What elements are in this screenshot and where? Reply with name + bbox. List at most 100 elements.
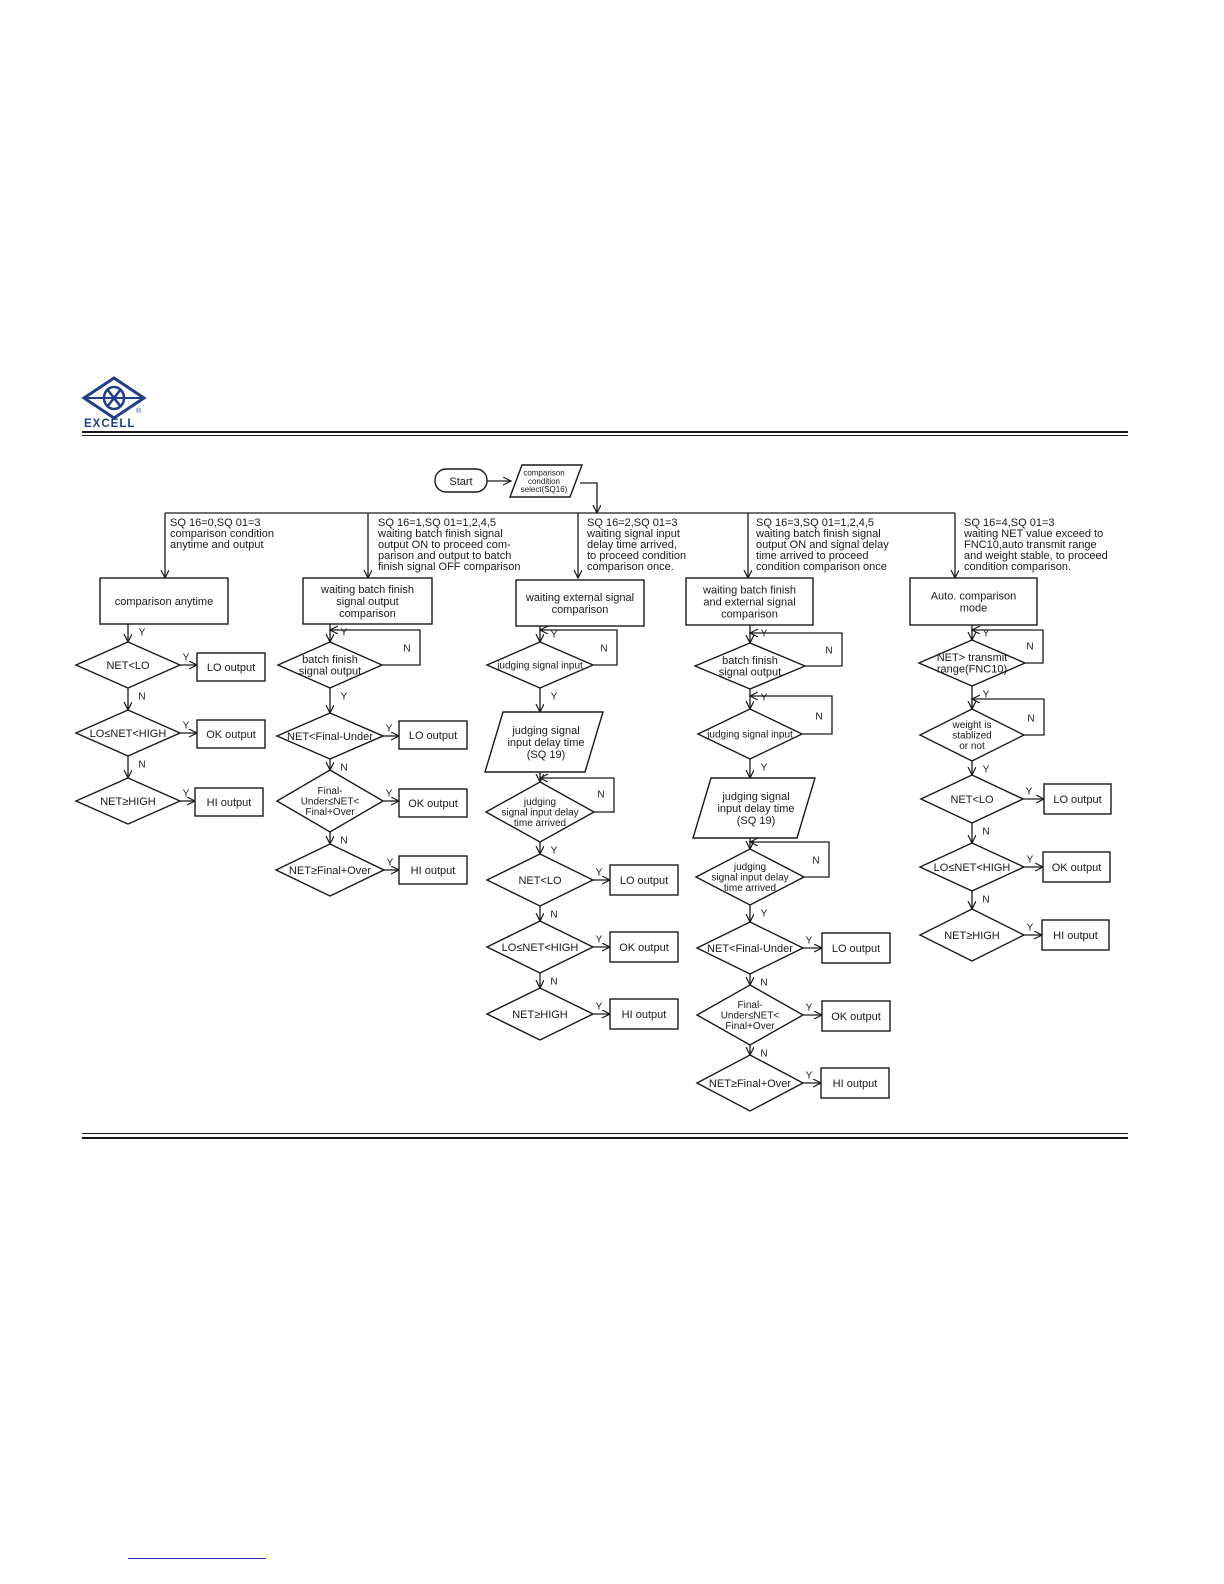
output-label: OK output bbox=[831, 1011, 881, 1023]
excell-logo-icon bbox=[81, 376, 147, 420]
output-label: HI output bbox=[207, 797, 252, 809]
decision-label: NET≥HIGH bbox=[512, 1009, 568, 1021]
yes-label: Y bbox=[341, 628, 348, 639]
start-label: Start bbox=[449, 476, 472, 488]
output-label: OK output bbox=[408, 798, 458, 810]
no-loop-connector bbox=[750, 633, 843, 667]
decision-diamond bbox=[274, 843, 386, 897]
no-loop-connector bbox=[972, 699, 1045, 736]
yes-label: Y bbox=[596, 935, 603, 946]
decision-label: NET<Final-Under bbox=[287, 731, 373, 743]
yes-label: Y bbox=[551, 846, 558, 857]
yes-label: Y bbox=[983, 690, 990, 701]
no-label: N bbox=[403, 644, 410, 655]
yes-label: Y bbox=[596, 1002, 603, 1013]
no-label: N bbox=[600, 644, 607, 655]
output-label: HI output bbox=[622, 1009, 667, 1021]
no-loop-connector bbox=[750, 842, 830, 878]
yes-label: Y bbox=[761, 629, 768, 640]
header-rule-thin bbox=[82, 435, 1128, 436]
yes-label: Y bbox=[596, 868, 603, 879]
yes-label: Y bbox=[983, 765, 990, 776]
yes-label: Y bbox=[386, 789, 393, 800]
yes-label: Y bbox=[386, 724, 393, 735]
output-label: OK output bbox=[619, 942, 669, 954]
no-loop-connector bbox=[972, 630, 1044, 664]
output-label: LO output bbox=[409, 730, 457, 742]
yes-label: Y bbox=[806, 936, 813, 947]
mode-box bbox=[909, 577, 1038, 626]
decision-label: NET≥HIGH bbox=[100, 796, 156, 808]
output-label: LO output bbox=[832, 943, 880, 955]
no-label: N bbox=[815, 712, 822, 723]
no-label: N bbox=[138, 692, 145, 703]
no-label: N bbox=[550, 977, 557, 988]
yes-label: Y bbox=[761, 909, 768, 920]
output-box bbox=[821, 932, 891, 964]
yes-label: Y bbox=[983, 629, 990, 640]
footer-rule-thin bbox=[82, 1133, 1128, 1134]
output-label: HI output bbox=[833, 1078, 878, 1090]
yes-label: Y bbox=[387, 858, 394, 869]
output-box bbox=[196, 652, 266, 682]
output-label: OK output bbox=[206, 729, 256, 741]
mode-box bbox=[302, 577, 433, 625]
decision-label: LO≤NET<HIGH bbox=[90, 728, 167, 740]
delay-parallelogram bbox=[484, 711, 604, 773]
no-loop-connector bbox=[750, 696, 833, 735]
no-label: N bbox=[982, 827, 989, 838]
output-box bbox=[1043, 783, 1112, 815]
output-box bbox=[398, 720, 468, 750]
yes-label: Y bbox=[183, 789, 190, 800]
mode-box-label: comparison anytime bbox=[115, 596, 213, 608]
yes-label: Y bbox=[1027, 855, 1034, 866]
header-rule bbox=[82, 431, 1128, 433]
decision-label: NET≥Final+Over bbox=[709, 1078, 791, 1090]
yes-label: Y bbox=[139, 628, 146, 639]
output-box bbox=[194, 787, 264, 817]
output-label: LO output bbox=[620, 875, 668, 887]
decision-label: judging signal input bbox=[496, 661, 583, 672]
no-label: N bbox=[340, 763, 347, 774]
decision-label: Final-Under≤NET<Final+Over bbox=[721, 1000, 780, 1032]
no-label: N bbox=[340, 836, 347, 847]
output-label: LO output bbox=[1053, 794, 1101, 806]
no-label: N bbox=[812, 856, 819, 867]
no-loop-connector bbox=[540, 778, 615, 813]
output-box bbox=[1041, 919, 1110, 951]
output-label: HI output bbox=[1053, 930, 1098, 942]
decision-label: NET<Final-Under bbox=[707, 943, 793, 955]
yes-label: Y bbox=[761, 763, 768, 774]
decision-diamond bbox=[918, 908, 1026, 962]
output-box bbox=[820, 1067, 890, 1099]
yes-label: Y bbox=[551, 692, 558, 703]
brand-name: EXCELL bbox=[84, 418, 136, 430]
decision-label: NET≥HIGH bbox=[944, 930, 1000, 942]
no-label: N bbox=[825, 646, 832, 657]
output-label: HI output bbox=[411, 865, 456, 877]
decision-label: Final-Under≤NET<Final+Over bbox=[301, 786, 360, 818]
output-label: OK output bbox=[1052, 862, 1102, 874]
no-label: N bbox=[1027, 714, 1034, 725]
output-box bbox=[609, 864, 679, 896]
footer-rule bbox=[82, 1137, 1128, 1139]
no-label: N bbox=[982, 895, 989, 906]
yes-label: Y bbox=[551, 630, 558, 641]
yes-label: Y bbox=[183, 721, 190, 732]
connector-arrow bbox=[580, 482, 597, 513]
no-label: N bbox=[760, 1049, 767, 1060]
output-box bbox=[821, 1000, 891, 1032]
